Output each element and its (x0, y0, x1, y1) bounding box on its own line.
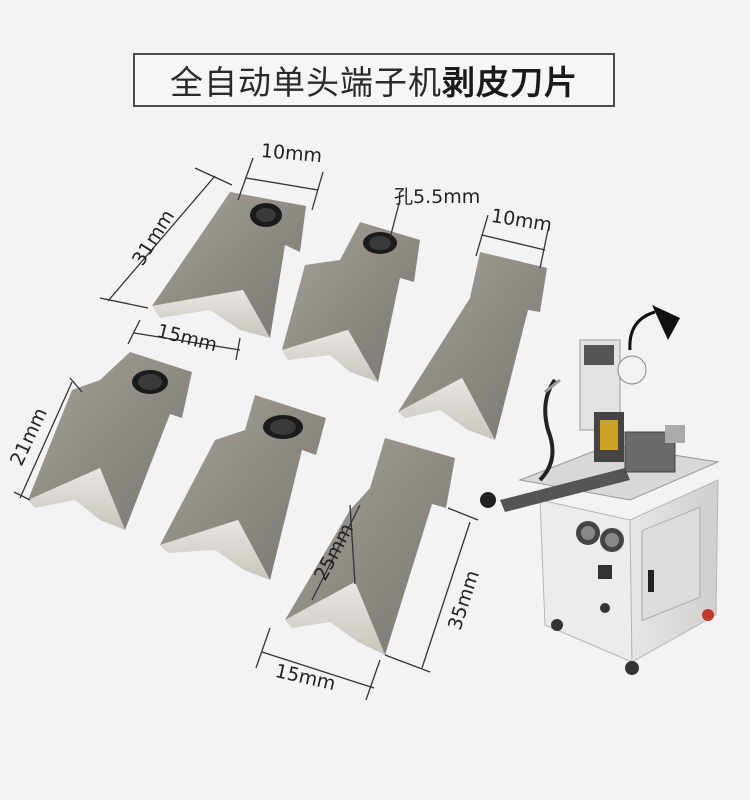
blade-3 (398, 252, 547, 440)
blade-5 (160, 395, 326, 580)
dimension-lines (13, 157, 549, 701)
title-bold: 剥皮刀片 (442, 63, 578, 102)
blade-2 (282, 222, 420, 382)
title-normal: 全自动单头端子机 (170, 63, 442, 102)
terminal-machine (480, 305, 720, 675)
blade-4 (28, 352, 192, 530)
blade-6 (285, 438, 455, 655)
blade-1 (152, 192, 306, 338)
title-banner: 全自动单头端子机剥皮刀片 (133, 53, 615, 107)
dim-label-hole: 孔5.5mm (394, 186, 481, 208)
